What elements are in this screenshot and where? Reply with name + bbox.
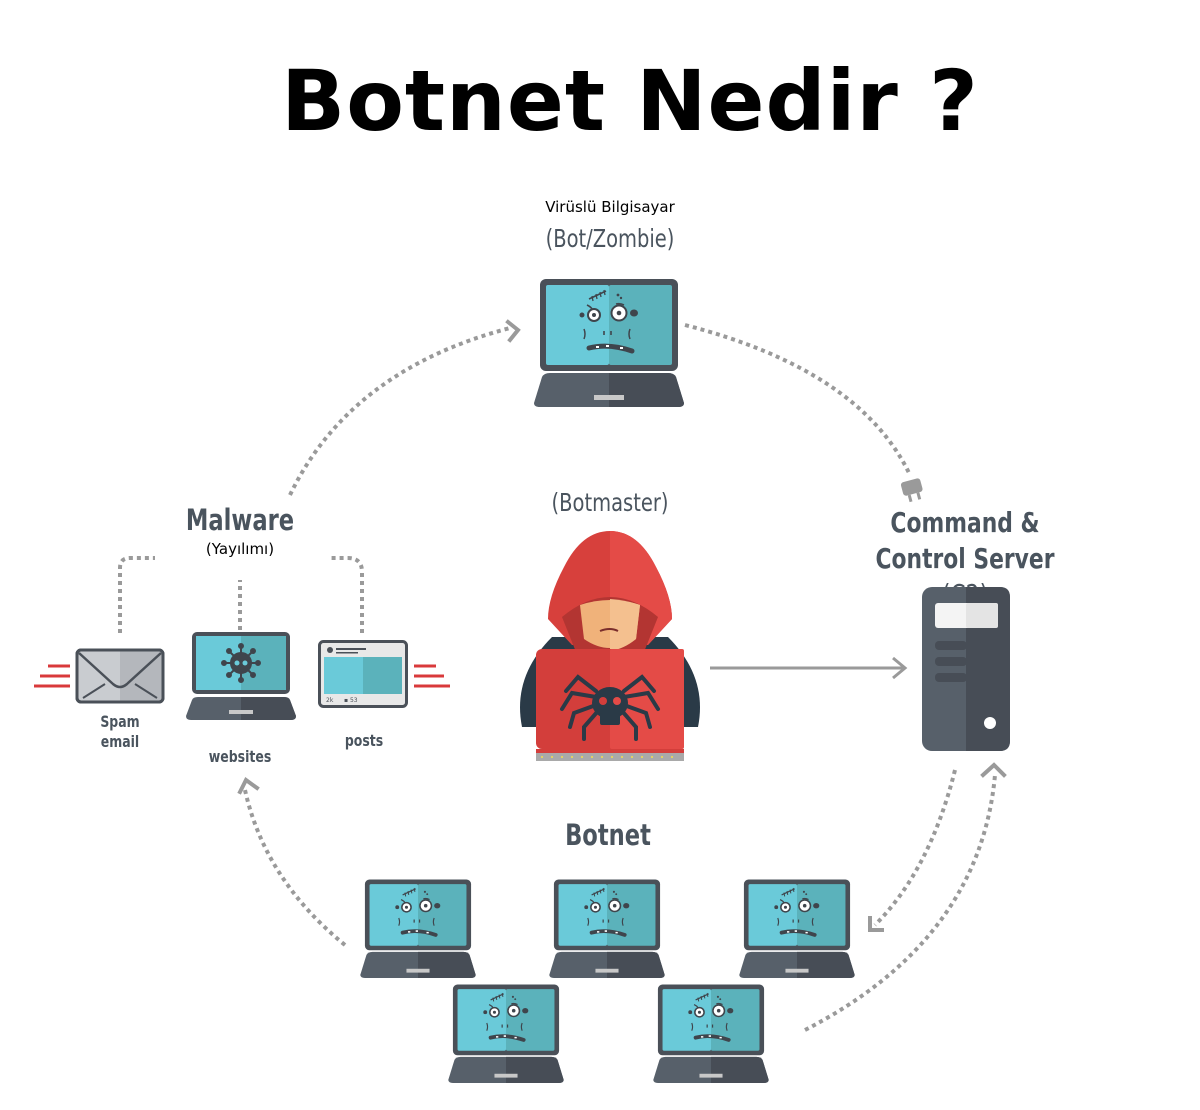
virus-laptop-icon [186, 632, 296, 720]
botmaster-label: (Botmaster) [551, 488, 669, 517]
plug-icon [900, 478, 923, 503]
zombie-laptop-icon [530, 277, 688, 407]
svg-text:2k: 2k [326, 697, 334, 704]
botnet-bot-1 [357, 878, 479, 978]
c2-line2-wrap: Control Server (C2) [860, 541, 1071, 613]
botnet-bot-4 [445, 983, 567, 1083]
arrowhead-to-malware [237, 776, 260, 795]
arrowhead-to-botnet [868, 916, 884, 932]
spam-email-line1: Spam [100, 712, 140, 731]
malware-label: Malware [185, 503, 295, 537]
social-post-icon: 2k ▪ 53 [318, 640, 408, 708]
posts-label: posts [344, 731, 384, 750]
spam-email-line2: email [100, 732, 140, 751]
arrowhead-to-bot [505, 319, 521, 343]
botnet-bot-3 [736, 878, 858, 978]
envelope-icon [75, 648, 165, 704]
page-title: Botnet Nedir ? [281, 52, 979, 150]
hacker-icon [520, 531, 700, 761]
server-icon [922, 587, 1010, 751]
websites-label: websites [208, 747, 272, 766]
spider-icon [560, 674, 660, 741]
c2-line1: Command & [890, 506, 1040, 539]
arrowhead-to-c2 [980, 762, 1007, 778]
botnet-bot-2 [546, 878, 668, 978]
c2-label: Command & Control Server (C2) [860, 505, 1071, 613]
botnet-label: Botnet [565, 818, 651, 852]
botnet-bot-5 [650, 983, 772, 1083]
svg-text:▪ 53: ▪ 53 [344, 697, 358, 704]
spam-email-label: Spam email [81, 712, 159, 752]
bot-label: (Bot/Zombie) [545, 224, 675, 253]
c2-line2: Control Server [875, 542, 1055, 575]
malware-sublabel: (Yayılımı) [205, 540, 275, 558]
bot-caption: Virüslü Bilgisayar [545, 198, 675, 216]
